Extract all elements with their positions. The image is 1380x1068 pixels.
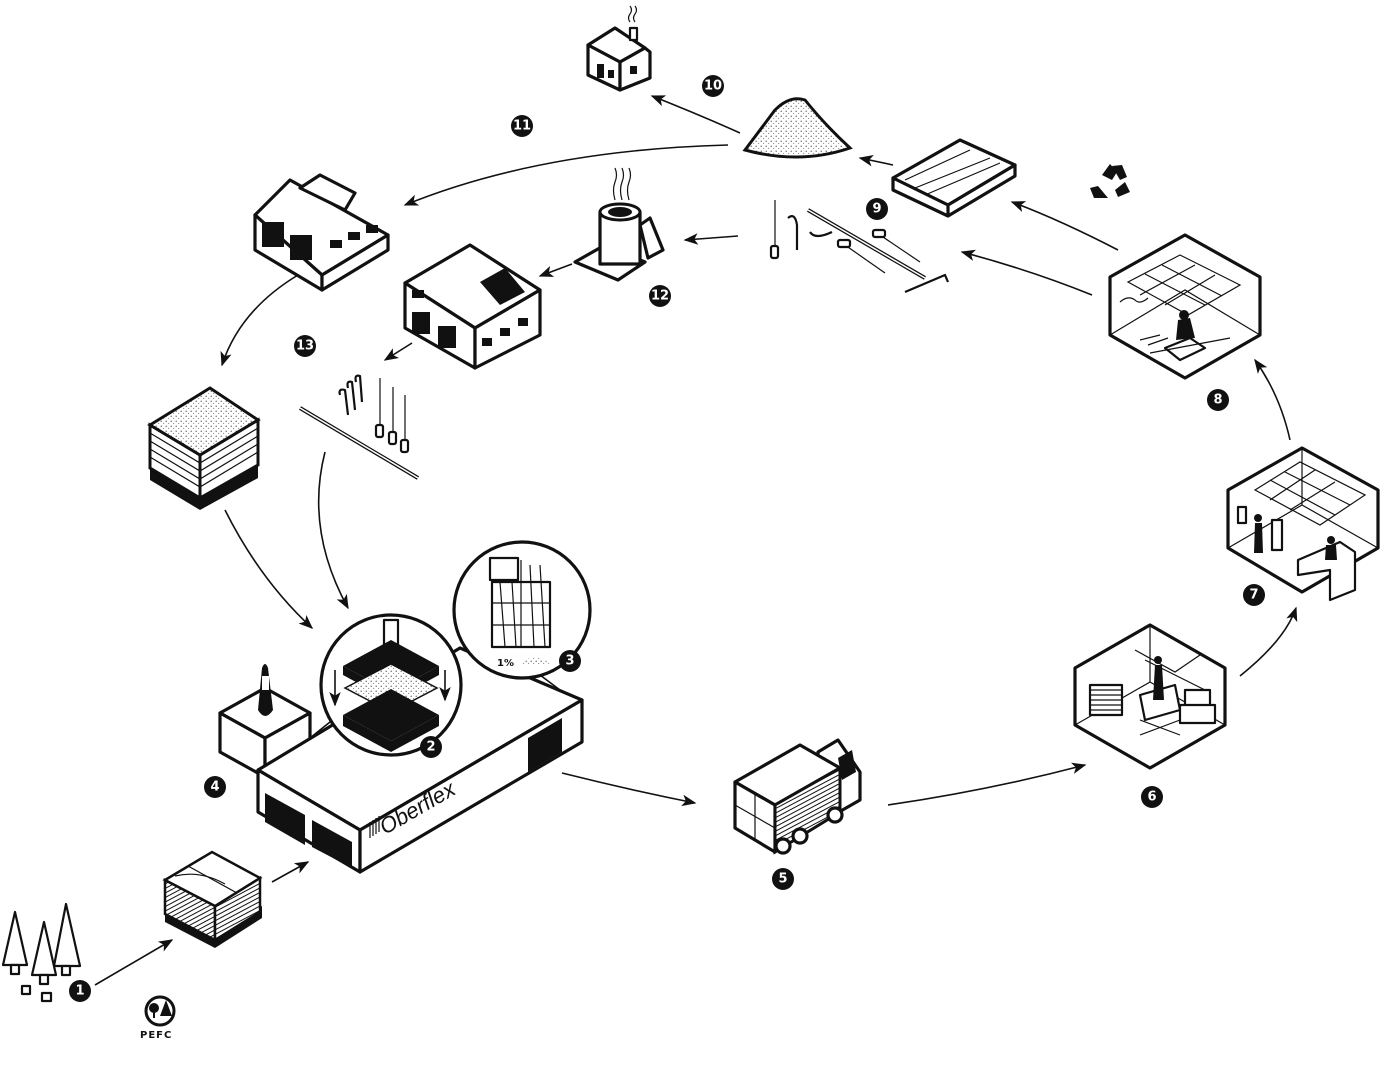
svg-text:3: 3 — [565, 654, 574, 669]
step-badge-7: 7 — [1243, 584, 1265, 606]
forest-trees — [1, 902, 82, 1003]
step-badge-1: 1 — [69, 980, 91, 1002]
arrow-metal-to-foundry — [683, 233, 739, 245]
svg-text:9: 9 — [872, 202, 881, 217]
svg-text:11: 11 — [513, 119, 531, 134]
sawdust-pile — [742, 97, 853, 159]
arrow-7-to-8 — [1254, 358, 1291, 441]
svg-text:1: 1 — [75, 984, 84, 999]
step-badge-4: 4 — [204, 776, 226, 798]
svg-text:13: 13 — [296, 339, 314, 354]
waste-percentage: 1% — [497, 658, 514, 669]
svg-text:4: 4 — [210, 780, 219, 795]
arrow-sawdust-to-house — [650, 95, 741, 134]
arrow-truck-to-6 — [887, 762, 1087, 806]
metal-rods — [298, 374, 420, 480]
arrow-1-to-lumber — [94, 939, 174, 986]
recycling-factory-b — [403, 243, 542, 370]
delivery-truck — [733, 738, 862, 855]
office-room — [1226, 446, 1380, 602]
recycle-icon — [1090, 164, 1130, 198]
arrow-pallet-to-press — [224, 509, 314, 629]
svg-text:10: 10 — [704, 79, 722, 94]
arrow-factory-to-truck — [561, 772, 697, 807]
panel-inset: 1% — [452, 540, 592, 691]
step-badge-3: 3 — [559, 650, 581, 672]
tree-stump — [20, 984, 32, 996]
dismantling-room — [1108, 233, 1262, 380]
arrow-factory-to-pallet — [220, 274, 299, 367]
wood-panel — [891, 138, 1017, 218]
panel-pallet — [147, 386, 261, 510]
step-badge-6: 6 — [1141, 786, 1163, 808]
svg-text:6: 6 — [1147, 790, 1156, 805]
arrow-rods-to-press — [317, 451, 349, 610]
installation-room — [1073, 623, 1227, 770]
metal-parts — [769, 200, 950, 294]
svg-text:12: 12 — [651, 289, 669, 304]
step-badge-12: 12 — [649, 285, 671, 307]
lumber-pallet — [162, 850, 263, 948]
arrow-sawdust-to-factory — [403, 144, 729, 206]
arrow-8-to-metal — [960, 249, 1093, 296]
metal-foundry — [573, 167, 665, 282]
arrow-6-to-7 — [1239, 606, 1298, 677]
svg-text:7: 7 — [1249, 588, 1258, 603]
arrow-plant-to-rods — [383, 342, 413, 361]
step-badge-11: 11 — [511, 115, 533, 137]
arrow-panel-to-sawdust — [858, 155, 894, 167]
flow-arrows — [94, 95, 1298, 986]
press-inset — [309, 613, 463, 757]
tree — [1, 910, 29, 976]
step-badge-8: 8 — [1207, 389, 1229, 411]
step-badge-13: 13 — [294, 335, 316, 357]
step-badges: 1 2 3 4 5 6 7 8 9 10 11 12 13 — [69, 75, 1265, 1002]
pefc-logo: PEFC — [140, 995, 176, 1041]
svg-text:8: 8 — [1213, 393, 1222, 408]
step-badge-2: 2 — [420, 736, 442, 758]
tree-stump — [40, 991, 53, 1003]
step-badge-9: 9 — [866, 198, 888, 220]
heating-house — [586, 5, 652, 92]
tree — [52, 902, 82, 977]
recycling-factory-a — [253, 173, 390, 292]
arrow-foundry-to-plant — [538, 263, 573, 277]
brand-mark-icon — [369, 816, 380, 838]
pefc-label: PEFC — [140, 1030, 172, 1041]
arrow-8-to-panel — [1010, 201, 1119, 251]
svg-text:2: 2 — [426, 740, 435, 755]
svg-text:5: 5 — [778, 872, 787, 887]
arrow-lumber-to-factory — [271, 861, 310, 883]
step-badge-10: 10 — [702, 75, 724, 97]
tree — [30, 920, 58, 986]
step-badge-5: 5 — [772, 868, 794, 890]
